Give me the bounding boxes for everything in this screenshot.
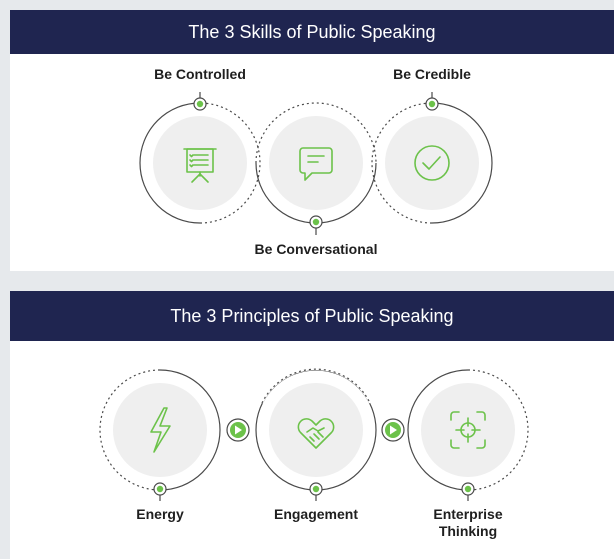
skill-label-credible: Be Credible: [393, 66, 471, 82]
principle-energy-node: [99, 369, 221, 501]
arrow-connector-icon: [381, 418, 405, 442]
skill-credible-node: [371, 92, 493, 224]
skill-controlled-node: [139, 92, 261, 224]
chat-bubble-icon: [299, 147, 333, 181]
principle-label-energy: Energy: [136, 506, 184, 522]
skills-diagram: [139, 92, 493, 235]
principles-diagram: [99, 368, 529, 501]
principles-title: The 3 Principles of Public Speaking: [10, 291, 614, 341]
skill-label-controlled: Be Controlled: [154, 66, 246, 82]
heart-handshake-icon: [297, 418, 335, 449]
principle-label-engagement: Engagement: [273, 506, 358, 522]
skill-conversational-node: [255, 102, 377, 235]
principle-enterprise-node: [407, 369, 529, 501]
principles-panel: The 3 Principles of Public Speaking: [10, 291, 614, 559]
principle-label-enterprise-thinking: Enterprise Thinking: [433, 506, 503, 539]
arrow-connector-icon: [226, 418, 250, 442]
check-circle-icon: [414, 145, 450, 181]
presentation-board-icon: [183, 148, 217, 183]
skill-label-conversational: Be Conversational: [254, 241, 378, 257]
target-crosshair-icon: [450, 411, 486, 449]
lightning-icon: [150, 407, 171, 453]
skills-title: The 3 Skills of Public Speaking: [10, 10, 614, 54]
skills-panel: The 3 Skills of Public Speaking: [10, 10, 614, 271]
